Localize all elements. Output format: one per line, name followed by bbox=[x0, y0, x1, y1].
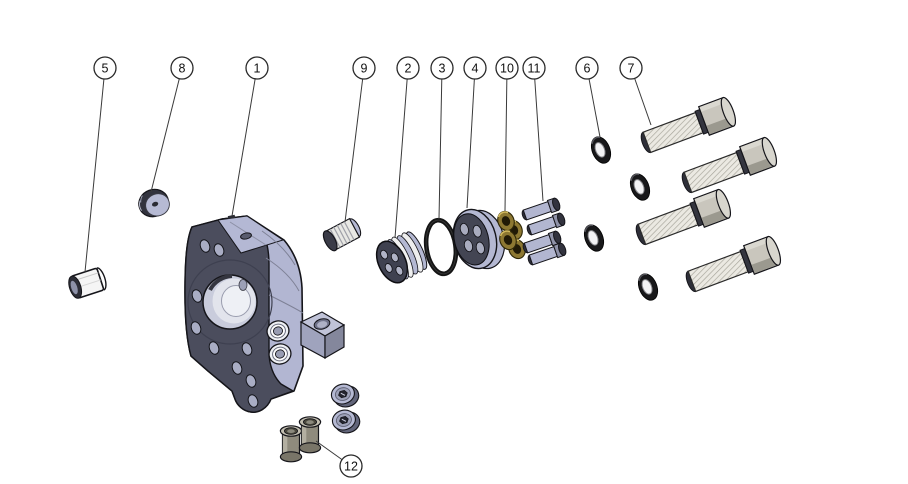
leader-line-5 bbox=[84, 78, 105, 273]
part-threaded-plug bbox=[322, 217, 362, 252]
balloon-circle bbox=[170, 56, 194, 80]
balloon-circle bbox=[430, 56, 454, 80]
callout-balloon-6: 6 bbox=[575, 56, 599, 80]
spacer-bushing bbox=[298, 416, 322, 454]
balloon-number: 3 bbox=[439, 62, 446, 76]
leader-line-3 bbox=[438, 78, 443, 220]
balloon-number: 7 bbox=[628, 62, 635, 76]
balloon-circle bbox=[352, 56, 376, 80]
part-main-housing-block bbox=[184, 214, 346, 413]
part-sealing-washers bbox=[579, 133, 663, 304]
part-rear-threaded-plug bbox=[138, 188, 170, 218]
callout-balloon-12: 12 bbox=[339, 454, 363, 478]
callout-balloon-8: 8 bbox=[170, 56, 194, 80]
balloon-number: 5 bbox=[102, 62, 109, 76]
part-end-cover-disc bbox=[452, 208, 506, 270]
balloon-number: 11 bbox=[528, 62, 541, 76]
leader-line-7 bbox=[634, 78, 652, 126]
leader-line-1 bbox=[231, 78, 256, 217]
spacer-bushing bbox=[279, 425, 303, 463]
sealing-washer bbox=[586, 133, 616, 167]
callout-balloon-11: 11 bbox=[522, 56, 546, 80]
callout-layer: 5 8 1 9 2 3 4 10 11 6 7 12 bbox=[84, 56, 652, 478]
balloon-circle bbox=[619, 56, 643, 80]
sealing-washer bbox=[579, 221, 609, 255]
callout-balloon-9: 9 bbox=[352, 56, 376, 80]
balloon-circle bbox=[495, 56, 519, 80]
part-small-bushing bbox=[68, 267, 107, 299]
housing-side-groove-2 bbox=[265, 257, 300, 292]
part-cap-screws bbox=[631, 95, 784, 298]
balloon-circle bbox=[245, 56, 269, 80]
callout-balloon-3: 3 bbox=[430, 56, 454, 80]
balloon-number: 1 bbox=[254, 62, 261, 76]
sealing-washer bbox=[625, 170, 655, 204]
housing-bore-cross-hole bbox=[238, 279, 248, 291]
callout-balloon-5: 5 bbox=[93, 56, 117, 80]
balloon-number: 9 bbox=[361, 62, 368, 76]
housing-bore-shadow bbox=[208, 274, 233, 292]
cap-screw bbox=[677, 135, 780, 199]
housing-side-groove-3 bbox=[268, 294, 304, 314]
balloon-number: 2 bbox=[405, 62, 412, 76]
callout-balloon-7: 7 bbox=[619, 56, 643, 80]
balloon-circle bbox=[339, 454, 363, 478]
housing-top-notch bbox=[227, 214, 236, 220]
leader-line-9 bbox=[344, 78, 364, 223]
leader-line-12 bbox=[315, 440, 343, 461]
housing-top-port bbox=[240, 232, 252, 240]
leader-line-8 bbox=[150, 78, 180, 193]
balloon-circle bbox=[522, 56, 546, 80]
part-small-socket-screws bbox=[519, 196, 568, 268]
callout-balloon-1: 1 bbox=[245, 56, 269, 80]
leader-line-6 bbox=[588, 78, 601, 138]
hex-socket-plug bbox=[329, 406, 363, 437]
balloon-number: 6 bbox=[584, 62, 591, 76]
callout-balloon-2: 2 bbox=[396, 56, 420, 80]
part-grooved-piston-disc bbox=[375, 231, 428, 284]
balloon-circle bbox=[575, 56, 599, 80]
balloon-circle bbox=[93, 56, 117, 80]
housing-bore-hole bbox=[221, 285, 251, 317]
part-spacer-bushings bbox=[279, 416, 322, 463]
cap-screw bbox=[636, 95, 739, 159]
part-hex-socket-plugs bbox=[328, 380, 363, 437]
balloon-circle bbox=[396, 56, 420, 80]
callout-balloon-10: 10 bbox=[495, 56, 519, 80]
balloon-number: 10 bbox=[500, 62, 514, 76]
housing-side-groove-1 bbox=[261, 230, 296, 266]
housing-mounting-lug bbox=[299, 311, 346, 360]
balloon-number: 8 bbox=[179, 62, 186, 76]
sealing-washer bbox=[633, 270, 663, 304]
cap-screw bbox=[681, 234, 784, 298]
leader-line-4 bbox=[466, 78, 475, 209]
leader-line-11 bbox=[534, 78, 544, 202]
balloon-number: 12 bbox=[344, 460, 358, 474]
leader-line-10 bbox=[504, 78, 508, 212]
callout-balloon-4: 4 bbox=[463, 56, 487, 80]
balloon-number: 4 bbox=[472, 62, 479, 76]
balloon-circle bbox=[463, 56, 487, 80]
hex-socket-plug bbox=[328, 380, 362, 411]
housing-boss-ring bbox=[187, 259, 273, 345]
leader-line-2 bbox=[394, 78, 408, 239]
